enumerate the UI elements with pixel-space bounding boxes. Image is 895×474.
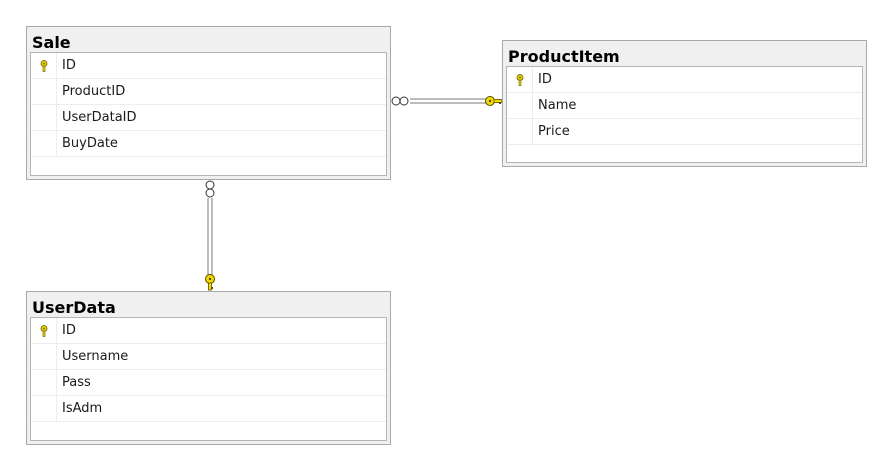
column-name: Username	[62, 349, 129, 364]
table-title-sale: Sale	[32, 33, 71, 52]
row-gutter	[507, 67, 533, 92]
row-gutter	[31, 131, 57, 156]
column-row[interactable]: ID	[31, 53, 386, 79]
key-endpoint-icon	[485, 96, 503, 106]
table-productitem[interactable]: ProductItem ID Name Price	[502, 40, 867, 167]
column-name: ProductID	[62, 84, 126, 99]
table-userdata[interactable]: UserData ID Username Pass IsAdm	[26, 291, 391, 445]
infinity-icon	[205, 180, 215, 198]
column-row[interactable]: Name	[507, 93, 862, 119]
column-row[interactable]: UserDataID	[31, 105, 386, 131]
row-gutter	[507, 119, 533, 144]
column-name: ID	[62, 58, 76, 73]
row-gutter	[31, 370, 57, 395]
column-name: UserDataID	[62, 110, 137, 125]
row-gutter	[31, 318, 57, 343]
column-name: Price	[538, 124, 570, 139]
column-grid: ID Name Price	[506, 66, 863, 163]
table-title-userdata: UserData	[32, 298, 116, 317]
row-gutter	[31, 396, 57, 421]
column-name: Pass	[62, 375, 91, 390]
column-row[interactable]: Username	[31, 344, 386, 370]
column-name: IsAdm	[62, 401, 103, 416]
table-sale[interactable]: Sale ID ProductID UserDataID BuyDate	[26, 26, 391, 180]
primary-key-icon	[40, 60, 48, 72]
row-gutter	[31, 79, 57, 104]
primary-key-icon	[516, 74, 524, 86]
column-grid: ID Username Pass IsAdm	[30, 317, 387, 441]
row-gutter	[31, 344, 57, 369]
relationship-sale-productitem[interactable]	[391, 96, 503, 106]
column-name: BuyDate	[62, 136, 118, 151]
column-row[interactable]: ID	[507, 67, 862, 93]
column-grid: ID ProductID UserDataID BuyDate	[30, 52, 387, 176]
column-row[interactable]: ID	[31, 318, 386, 344]
table-title-productitem: ProductItem	[508, 47, 620, 66]
column-row[interactable]: IsAdm	[31, 396, 386, 422]
column-name: ID	[538, 72, 552, 87]
row-gutter	[507, 93, 533, 118]
infinity-icon	[391, 96, 409, 106]
relationship-sale-userdata[interactable]	[205, 180, 215, 291]
column-name: ID	[62, 323, 76, 338]
primary-key-icon	[40, 325, 48, 337]
column-row[interactable]: BuyDate	[31, 131, 386, 157]
column-row[interactable]: Pass	[31, 370, 386, 396]
key-endpoint-icon	[205, 274, 215, 291]
column-name: Name	[538, 98, 577, 113]
row-gutter	[31, 105, 57, 130]
column-row[interactable]: ProductID	[31, 79, 386, 105]
row-gutter	[31, 53, 57, 78]
column-row[interactable]: Price	[507, 119, 862, 145]
